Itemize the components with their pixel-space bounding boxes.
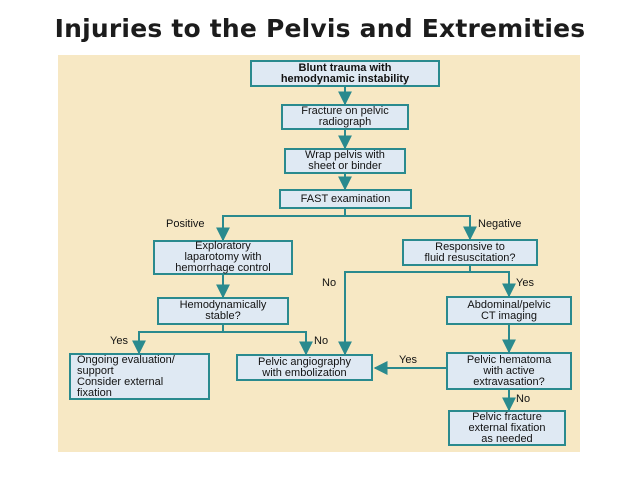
edge-stable-ongoing — [132, 325, 224, 355]
label-negative: Negative — [478, 218, 522, 230]
edge-fast-responsive — [345, 215, 477, 241]
edge-responsive-ct — [470, 271, 516, 298]
label-no-hematoma: No — [516, 393, 531, 405]
node-exploratory-laparotomy: Exploratory laparotomy with hemorrhage c… — [153, 240, 293, 275]
label-no-stable: No — [314, 335, 329, 347]
node-blunt-trauma: Blunt trauma with hemodynamic instabilit… — [250, 60, 440, 87]
slide-title: Injuries to the Pelvis and Extremities — [54, 14, 586, 43]
node-ct-imaging: Abdominal/pelvic CT imaging — [446, 296, 572, 325]
node-fracture-radiograph: Fracture on pelvic radiograph — [281, 104, 409, 130]
label-no-responsive: No — [322, 277, 337, 289]
node-responsive-fluid: Responsive to fluid resuscitation? — [402, 239, 538, 266]
node-fast-exam: FAST examination — [279, 189, 412, 209]
label-yes-stable: Yes — [110, 335, 128, 347]
label-yes-hematoma: Yes — [399, 354, 417, 366]
node-pelvic-hematoma: Pelvic hematoma with active extravasatio… — [446, 352, 572, 390]
edge-stable-angio — [223, 331, 313, 356]
label-positive: Positive — [166, 218, 205, 230]
edge-responsive-angio — [338, 266, 471, 356]
node-external-fixation: Pelvic fracture external fixation as nee… — [448, 410, 566, 446]
node-ongoing-evaluation: Ongoing evaluation/ support Consider ext… — [69, 353, 210, 400]
node-hemodynamically-stable: Hemodynamically stable? — [157, 297, 289, 325]
label-yes-responsive: Yes — [516, 277, 534, 289]
node-wrap-pelvis: Wrap pelvis with sheet or binder — [284, 148, 406, 174]
edge-fast-laparotomy — [216, 209, 346, 242]
node-pelvic-angiography: Pelvic angiography with embolization — [236, 354, 373, 381]
